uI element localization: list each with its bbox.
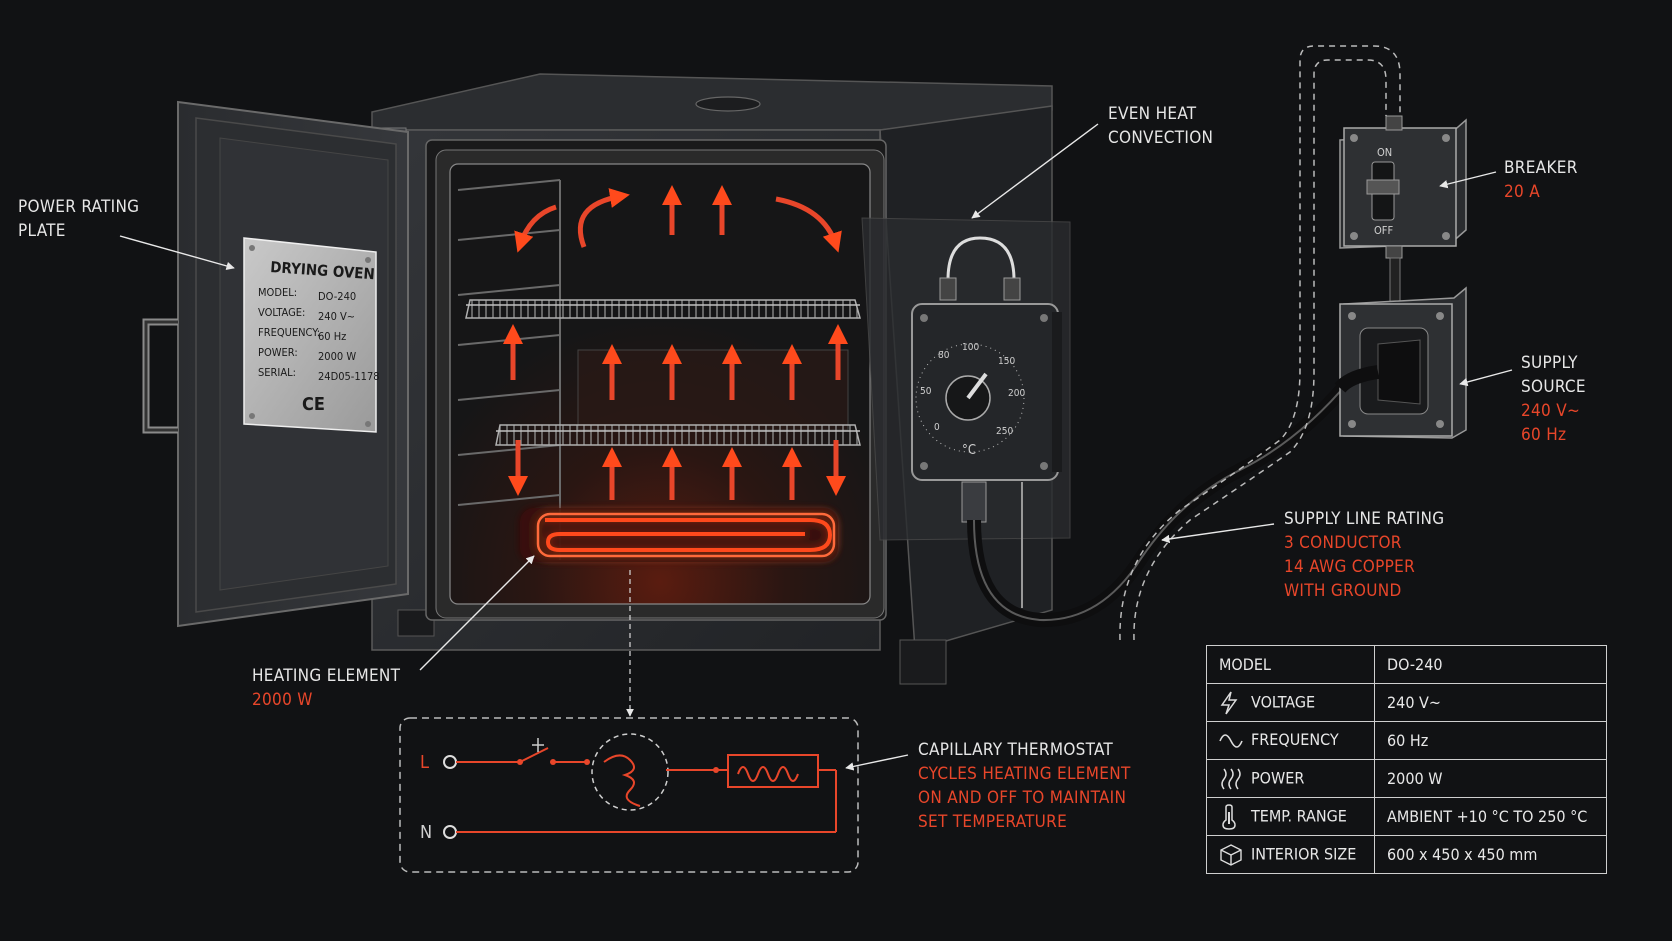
dial-label-200: 200: [1008, 388, 1025, 399]
door-handle: [142, 318, 178, 434]
spec-table: MODEL DO-240 VOLTAGE 240 V~ FREQUENCY 60…: [1206, 645, 1607, 874]
callout-label: POWER RATING: [18, 197, 140, 217]
callout-label: SUPPLY: [1521, 353, 1578, 373]
circuit-line-label: L: [420, 752, 429, 773]
rating-plate-value-frequency: 60 Hz: [318, 330, 346, 343]
rating-plate-value-serial: 24D05-1178: [318, 370, 380, 383]
callout-supply-line-rating: SUPPLY LINE RATING 3 CONDUCTOR 14 AWG CO…: [1284, 507, 1444, 603]
breaker-on-label: ON: [1377, 146, 1392, 159]
callout-capillary-thermostat: CAPILLARY THERMOSTAT CYCLES HEATING ELEM…: [918, 738, 1131, 834]
spec-key: MODEL: [1206, 645, 1375, 684]
callout-label: BREAKER: [1504, 158, 1578, 178]
upper-rack: [465, 299, 861, 319]
callout-value: 60 Hz: [1521, 425, 1567, 445]
dial-label-80: 80: [938, 350, 950, 361]
spec-key: INTERIOR SIZE: [1251, 844, 1357, 863]
ce-mark: CE: [302, 394, 325, 415]
heating-element: [520, 508, 838, 562]
spec-row-temp-range: TEMP. RANGE AMBIENT +10 °C TO 250 °C: [1206, 797, 1607, 836]
rating-plate-value-power: 2000 W: [318, 350, 356, 363]
callout-value: 240 V~: [1521, 401, 1581, 421]
thermometer-icon: [1219, 803, 1243, 830]
control-panel: [861, 217, 1356, 628]
spec-value: 600 x 450 x 450 mm: [1374, 835, 1607, 874]
convection-arrows: [503, 185, 848, 500]
rating-plate-key-frequency: FREQUENCY:: [258, 326, 320, 339]
spec-row-interior-size: INTERIOR SIZE 600 x 450 x 450 mm: [1206, 835, 1607, 874]
dial-label-150: 150: [998, 356, 1015, 367]
leader-lines: [119, 123, 1513, 771]
callout-label: SUPPLY LINE RATING: [1284, 509, 1445, 529]
spec-key: TEMP. RANGE: [1251, 806, 1347, 825]
spec-row-voltage: VOLTAGE 240 V~: [1206, 683, 1607, 722]
thermostat-circuit: [399, 717, 859, 873]
power-plug: [1377, 339, 1421, 405]
heat-waves-icon: [1219, 767, 1243, 791]
callout-value: CYCLES HEATING ELEMENT: [918, 764, 1131, 784]
spec-key: FREQUENCY: [1251, 730, 1339, 750]
dial-label-100: 100: [962, 342, 979, 353]
box-icon: [1219, 843, 1243, 867]
callout-value: ON AND OFF TO MAINTAIN: [918, 788, 1127, 808]
callout-value: 3 CONDUCTOR: [1284, 533, 1402, 553]
spec-row-frequency: FREQUENCY 60 Hz: [1206, 721, 1607, 760]
callout-supply-source: SUPPLY SOURCE 240 V~ 60 Hz: [1521, 351, 1586, 447]
rating-plate-value-voltage: 240 V~: [318, 310, 355, 323]
breaker-box: [1339, 115, 1467, 305]
dial-unit: °C: [962, 443, 976, 458]
rating-plate-key-power: POWER:: [258, 346, 298, 359]
spec-value: 60 Hz: [1374, 721, 1607, 760]
callout-label: CAPILLARY THERMOSTAT: [918, 740, 1114, 760]
sine-wave-icon: [1219, 731, 1243, 751]
callout-value: 14 AWG COPPER: [1284, 557, 1416, 577]
dial-label-250: 250: [996, 426, 1013, 437]
spec-row-power: POWER 2000 W: [1206, 759, 1607, 798]
bolt-icon: [1219, 691, 1243, 715]
callout-label: EVEN HEAT: [1108, 104, 1197, 124]
callout-label: HEATING ELEMENT: [252, 666, 401, 686]
power-outlet: [1334, 286, 1467, 439]
rating-plate-value-model: DO-240: [318, 290, 356, 303]
callout-heating-element: HEATING ELEMENT 2000 W: [252, 664, 400, 712]
circuit-neutral-label: N: [420, 822, 432, 843]
callout-value: 2000 W: [252, 690, 313, 710]
rating-plate-key-voltage: VOLTAGE:: [258, 306, 305, 319]
callout-power-rating-plate: POWER RATING PLATE: [18, 195, 139, 243]
callout-label: PLATE: [18, 221, 66, 241]
spec-row-model: MODEL DO-240: [1206, 645, 1607, 684]
spec-value: AMBIENT +10 °C TO 250 °C: [1374, 797, 1607, 836]
rating-plate-key-serial: SERIAL:: [258, 366, 296, 379]
spec-key: VOLTAGE: [1251, 692, 1316, 711]
supply-wiring-dashed: [1119, 45, 1401, 641]
rating-plate: [243, 237, 377, 433]
spec-key: POWER: [1251, 768, 1305, 787]
spec-value: 2000 W: [1374, 759, 1607, 798]
callout-value: 20 A: [1504, 182, 1540, 202]
dial-label-0: 0: [934, 422, 940, 433]
dial-label-50: 50: [920, 386, 932, 397]
callout-even-heat-convection: EVEN HEAT CONVECTION: [1108, 102, 1213, 150]
lower-rack: [495, 424, 861, 446]
callout-value: WITH GROUND: [1284, 581, 1402, 601]
oven-cabinet: [371, 73, 1053, 685]
callout-breaker: BREAKER 20 A: [1504, 156, 1578, 204]
rating-plate-key-model: MODEL:: [258, 286, 297, 299]
spec-value: DO-240: [1374, 645, 1607, 684]
callout-label: SOURCE: [1521, 377, 1586, 397]
callout-value: SET TEMPERATURE: [918, 812, 1068, 832]
breaker-off-label: OFF: [1374, 224, 1393, 237]
spec-value: 240 V~: [1374, 683, 1607, 722]
callout-label: CONVECTION: [1108, 128, 1214, 148]
